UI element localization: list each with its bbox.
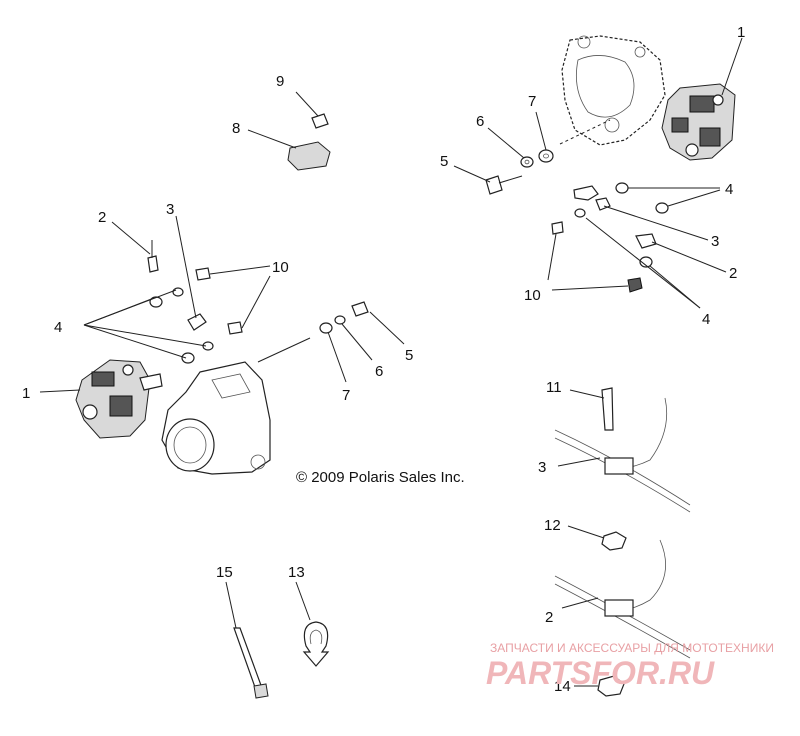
washer-4-left-a: [149, 296, 163, 308]
washer-4-left-c: [202, 341, 214, 351]
bolt-5-right: [485, 175, 523, 195]
callout-10-right: 10: [524, 287, 541, 304]
banjo-bolt-left: [147, 240, 159, 273]
washer-6-left: [334, 315, 346, 325]
caliper-bracket-right: [561, 35, 666, 146]
bolt-9: [295, 91, 329, 129]
bleeder-10-left-b: [227, 321, 243, 335]
callout-9: 9: [276, 73, 284, 90]
callout-11: 11: [546, 379, 562, 396]
callout-6-right: 6: [476, 113, 484, 130]
callout-2-detail: 2: [545, 609, 553, 626]
watermark-logo: PARTSFOR.RU: [486, 655, 715, 691]
callout-14: 14: [554, 678, 571, 695]
watermark-tagline: ЗАПЧАСТИ И АКСЕССУАРЫ ДЛЯ МОТОТЕХНИКИ: [490, 641, 774, 655]
brake-line-detail-lower: [554, 539, 691, 659]
caliper-right: [661, 83, 736, 161]
washer-4-low: [639, 256, 653, 268]
callout-6-left: 6: [375, 363, 383, 380]
nut-12: [601, 531, 627, 551]
callout-12: 12: [544, 517, 561, 534]
callout-13: 13: [288, 564, 305, 581]
callout-3-right: 3: [711, 233, 719, 250]
bleeder-lower: [627, 277, 643, 293]
cable-tie-15: [233, 627, 269, 699]
brake-line-detail-upper: [554, 387, 691, 513]
knuckle-left: [161, 361, 271, 475]
callout-10-left: 10: [272, 259, 289, 276]
callout-5-right: 5: [440, 153, 448, 170]
banjo-fitting-mid: [635, 233, 657, 249]
callout-7-right: 7: [528, 93, 536, 110]
nut-14: [597, 675, 625, 697]
banjo-bolt-top: [573, 185, 599, 201]
caliper-left: [75, 359, 163, 439]
callout-8: 8: [232, 120, 240, 137]
washer-6-right: [520, 156, 534, 168]
callout-3-detail: 3: [538, 459, 546, 476]
washer-7-right: [538, 149, 554, 163]
clip-8: [247, 129, 331, 171]
callout-2-left: 2: [98, 209, 106, 226]
crush-washer-top: [615, 182, 669, 214]
bleeder-10-left-a: [195, 267, 211, 281]
washer-4-mid: [574, 208, 586, 218]
copyright-text: © 2009 Polaris Sales Inc.: [296, 469, 465, 486]
push-clip-13: [302, 621, 330, 667]
fitting-3-left: [187, 313, 207, 331]
brake-line-fitting-upper: [595, 197, 611, 211]
callout-4-right-bottom: 4: [702, 311, 710, 328]
callout-3-left: 3: [166, 201, 174, 218]
bleeder-10-right: [551, 221, 564, 235]
washer-7-left: [319, 322, 333, 334]
callout-4-left: 4: [54, 319, 62, 336]
washer-4-left-d: [181, 352, 195, 364]
callout-2-right: 2: [729, 265, 737, 282]
callout-15: 15: [216, 564, 233, 581]
bolt-5-left: [351, 301, 369, 317]
callout-5-left: 5: [405, 347, 413, 364]
callout-4-right-top: 4: [725, 181, 733, 198]
callout-1-right: 1: [737, 24, 745, 41]
callout-1-left: 1: [22, 385, 30, 402]
washer-4-left-b: [172, 287, 184, 297]
callout-7-left: 7: [342, 387, 350, 404]
